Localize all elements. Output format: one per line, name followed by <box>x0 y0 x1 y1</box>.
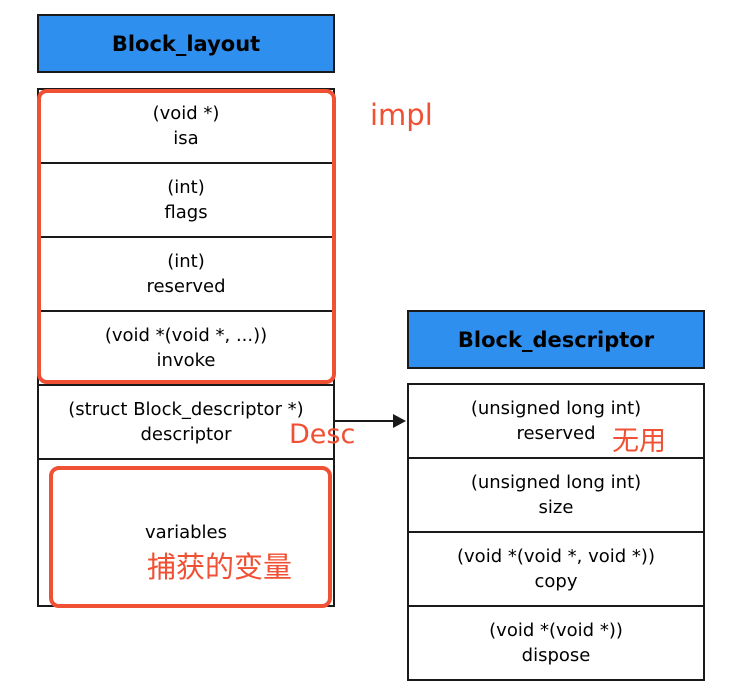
field-variables-name: variables <box>145 522 227 543</box>
block-descriptor-struct: (unsigned long int) reserved (unsigned l… <box>407 383 705 681</box>
field-isa-name: isa <box>173 128 199 149</box>
block-descriptor-title: Block_descriptor <box>407 310 705 369</box>
field-flags: (int) flags <box>39 164 333 238</box>
desc-field-reserved-type: (unsigned long int) <box>470 398 642 419</box>
desc-field-copy-name: copy <box>534 571 578 592</box>
desc-field-copy: (void *(void *, void *)) copy <box>409 533 703 607</box>
captured-vars-annotation: 捕获的变量 <box>147 550 293 584</box>
desc-field-dispose-type: (void *(void *)) <box>489 620 623 641</box>
variables-highlight-frame <box>49 466 332 608</box>
desc-field-reserved: (unsigned long int) reserved <box>409 385 703 459</box>
block-layout-title-text: Block_layout <box>111 31 261 56</box>
unused-annotation: 无用 <box>612 426 666 457</box>
field-flags-type: (int) <box>167 177 205 198</box>
field-reserved-type: (int) <box>167 251 205 272</box>
desc-field-copy-type: (void *(void *, void *)) <box>457 546 655 567</box>
desc-annotation: Desc <box>289 419 356 450</box>
field-invoke: (void *(void *, ...)) invoke <box>39 312 333 386</box>
desc-field-dispose: (void *(void *)) dispose <box>409 607 703 679</box>
field-invoke-name: invoke <box>156 350 216 371</box>
desc-field-size: (unsigned long int) size <box>409 459 703 533</box>
field-isa: (void *) isa <box>39 90 333 164</box>
desc-field-reserved-name: reserved <box>516 423 596 444</box>
field-isa-type: (void *) <box>152 103 220 124</box>
desc-field-size-name: size <box>538 497 574 518</box>
field-descriptor-name: descriptor <box>140 424 232 445</box>
field-reserved-name: reserved <box>146 276 226 297</box>
desc-field-size-type: (unsigned long int) <box>470 472 642 493</box>
block-layout-title: Block_layout <box>37 14 335 73</box>
field-descriptor: (struct Block_descriptor *) descriptor <box>39 386 333 460</box>
impl-highlight-frame <box>37 89 336 384</box>
field-variables: variables <box>39 460 333 605</box>
field-invoke-type: (void *(void *, ...)) <box>104 325 268 346</box>
field-flags-name: flags <box>164 202 208 223</box>
block-descriptor-title-text: Block_descriptor <box>457 327 655 352</box>
field-reserved: (int) reserved <box>39 238 333 312</box>
desc-field-dispose-name: dispose <box>521 645 591 666</box>
impl-annotation: impl <box>370 98 433 132</box>
field-descriptor-type: (struct Block_descriptor *) <box>68 399 304 420</box>
